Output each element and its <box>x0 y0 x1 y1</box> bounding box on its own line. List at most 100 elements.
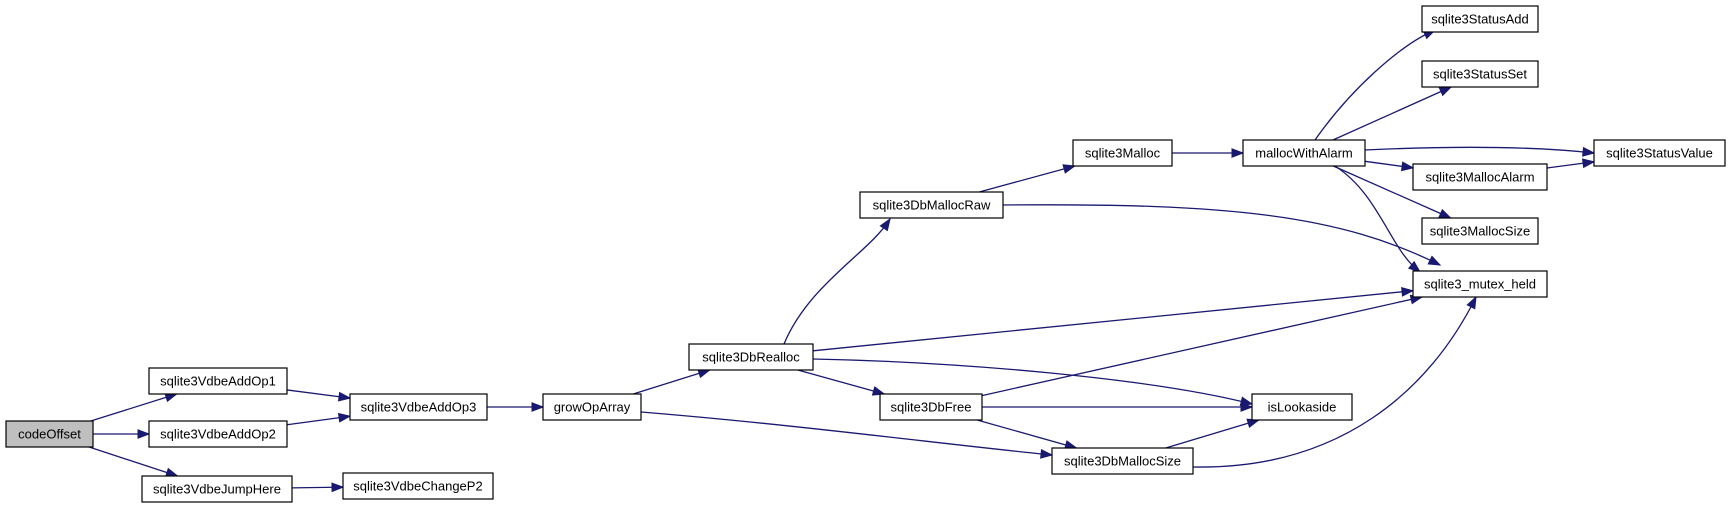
node-jumpHere[interactable]: sqlite3VdbeJumpHere <box>141 475 293 503</box>
edge-arrowhead <box>164 467 179 478</box>
node-addOp2[interactable]: sqlite3VdbeAddOp2 <box>148 420 288 448</box>
node-label: sqlite3VdbeAddOp3 <box>361 400 477 415</box>
edge-line <box>812 290 1414 352</box>
node-label: sqlite3MallocSize <box>1430 224 1530 239</box>
node-dbFree[interactable]: sqlite3DbFree <box>879 393 983 421</box>
edge-arrowhead <box>1040 448 1054 459</box>
node-label: sqlite3_mutex_held <box>1424 277 1536 292</box>
node-box <box>1421 60 1539 88</box>
edge-line <box>783 218 891 345</box>
edge-arrowhead <box>331 482 345 493</box>
nodes-layer: codeOffset sqlite3VdbeAddOp1 sqlite3VdbeAd… <box>5 5 1726 503</box>
edge-line <box>1332 86 1452 141</box>
node-box <box>1051 447 1194 475</box>
edge-line <box>1165 419 1259 449</box>
edge-dbFree-to-isLookaside <box>982 402 1254 412</box>
edge-dbMallocRaw-to-mutexHeld <box>1002 204 1442 266</box>
node-statusSet[interactable]: sqlite3StatusSet <box>1421 60 1539 88</box>
node-isLookaside[interactable]: isLookaside <box>1251 393 1353 421</box>
edge-line <box>981 296 1423 397</box>
node-label: codeOffset <box>18 427 81 442</box>
edge-codeOffset-to-jumpHere <box>88 446 179 478</box>
edge-arrowhead <box>531 402 545 412</box>
edge-arrowhead <box>1438 208 1452 219</box>
node-box <box>342 472 494 500</box>
node-label: sqlite3MallocAlarm <box>1425 170 1534 185</box>
node-box <box>879 393 983 421</box>
node-box <box>1421 5 1539 33</box>
node-label: sqlite3DbRealloc <box>702 350 800 365</box>
node-label: sqlite3DbFree <box>891 400 972 415</box>
node-malloc[interactable]: sqlite3Malloc <box>1072 139 1173 167</box>
edge-line <box>1334 165 1421 273</box>
node-box <box>141 475 293 503</box>
edge-arrowhead <box>137 429 151 439</box>
edge-arrowhead <box>1582 146 1596 157</box>
node-label: sqlite3StatusSet <box>1433 67 1527 82</box>
node-box <box>1412 163 1548 191</box>
edge-mallocWithAlarm-to-mallocAlarm <box>1364 160 1415 172</box>
node-dbMallocRaw[interactable]: sqlite3DbMallocRaw <box>859 191 1004 219</box>
edge-arrowhead <box>1466 295 1477 310</box>
node-box <box>1593 139 1726 167</box>
node-box <box>1421 217 1539 245</box>
edge-jumpHere-to-changeP2 <box>291 482 345 493</box>
node-mallocAlarm[interactable]: sqlite3MallocAlarm <box>1412 163 1548 191</box>
edge-codeOffset-to-addOp2 <box>93 429 151 439</box>
edge-dbMallocRaw-to-malloc <box>979 164 1077 193</box>
edge-dbFree-to-mutexHeld <box>981 294 1424 397</box>
node-label: mallocWithAlarm <box>1255 146 1353 161</box>
edge-arrowhead <box>1438 86 1453 97</box>
edge-line <box>797 369 885 395</box>
edge-dbRealloc-to-dbFree <box>797 369 886 396</box>
node-mutexHeld[interactable]: sqlite3_mutex_held <box>1412 270 1548 298</box>
edge-arrowhead <box>1427 255 1442 266</box>
edge-line <box>979 165 1075 193</box>
edge-arrowhead <box>871 386 886 396</box>
node-box <box>542 393 642 421</box>
edge-dbRealloc-to-isLookaside <box>812 358 1254 407</box>
node-changeP2[interactable]: sqlite3VdbeChangeP2 <box>342 472 494 500</box>
edge-dbFree-to-dbMallocSize <box>976 419 1078 450</box>
edge-mallocWithAlarm-to-statusSet <box>1332 86 1453 141</box>
node-statusAdd[interactable]: sqlite3StatusAdd <box>1421 5 1539 33</box>
edge-line <box>812 358 1253 405</box>
node-addOp3[interactable]: sqlite3VdbeAddOp3 <box>349 393 488 421</box>
edge-arrowhead <box>337 391 352 402</box>
node-box <box>148 420 288 448</box>
node-dbMallocSize[interactable]: sqlite3DbMallocSize <box>1051 447 1194 475</box>
node-growOpArray[interactable]: growOpArray <box>542 393 642 421</box>
node-dbRealloc[interactable]: sqlite3DbRealloc <box>688 343 814 371</box>
node-label: sqlite3VdbeAddOp1 <box>160 374 276 389</box>
node-addOp1[interactable]: sqlite3VdbeAddOp1 <box>148 367 288 395</box>
node-box <box>1251 393 1353 421</box>
node-label: sqlite3StatusAdd <box>1431 12 1529 27</box>
node-codeOffset[interactable]: codeOffset <box>5 420 94 448</box>
node-mallocWithAlarm[interactable]: mallocWithAlarm <box>1242 139 1366 167</box>
node-statusValue[interactable]: sqlite3StatusValue <box>1593 139 1726 167</box>
edge-line <box>640 411 1053 456</box>
edge-arrowhead <box>1401 286 1415 297</box>
edge-line <box>1314 29 1436 141</box>
edge-mallocAlarm-to-statusValue <box>1546 158 1596 169</box>
edge-dbMallocSize-to-isLookaside <box>1165 418 1261 449</box>
edge-mallocWithAlarm-to-mutexHeld <box>1334 165 1422 273</box>
edge-codeOffset-to-addOp1 <box>90 392 179 422</box>
node-box <box>5 420 94 448</box>
node-mallocSize[interactable]: sqlite3MallocSize <box>1421 217 1539 245</box>
edge-addOp1-to-addOp3 <box>286 389 352 402</box>
node-label: sqlite3VdbeChangeP2 <box>353 479 482 494</box>
node-label: sqlite3VdbeAddOp2 <box>160 427 276 442</box>
node-box <box>1412 270 1548 298</box>
edge-line <box>1364 146 1595 154</box>
node-label: sqlite3Malloc <box>1085 146 1161 161</box>
node-box <box>1242 139 1366 167</box>
edge-arrowhead <box>1400 161 1415 172</box>
edge-arrowhead <box>1062 164 1077 174</box>
edge-dbRealloc-to-mutexHeld <box>812 286 1415 352</box>
node-box <box>859 191 1004 219</box>
edge-dbRealloc-to-dbMallocRaw <box>783 217 891 345</box>
node-label: sqlite3DbMallocRaw <box>873 198 991 213</box>
edge-line <box>1192 296 1477 468</box>
